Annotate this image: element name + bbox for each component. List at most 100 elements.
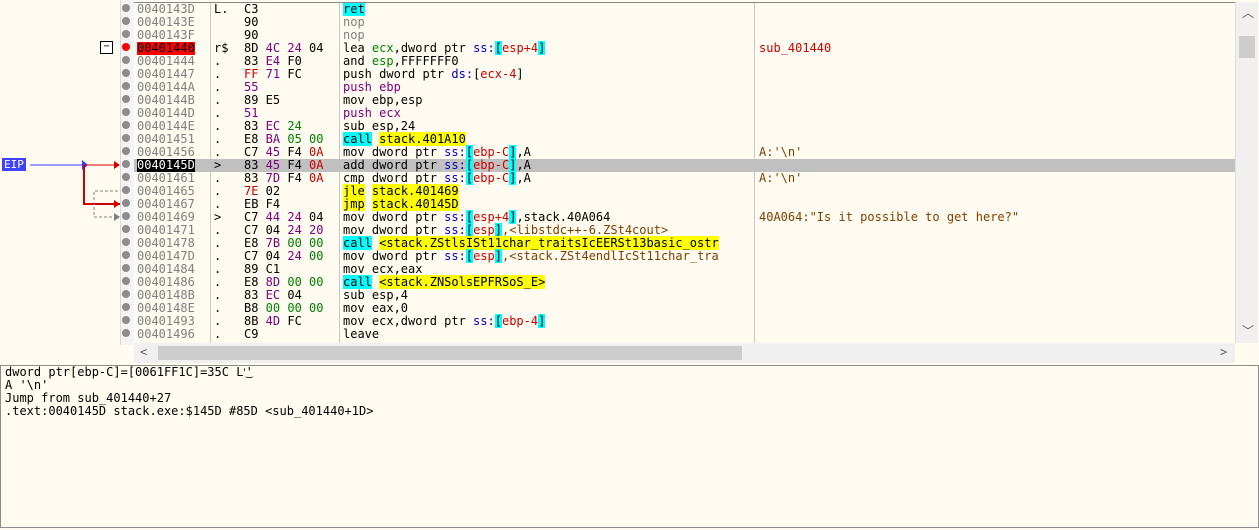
address-cell[interactable]: 00401469 [137,210,195,224]
address-cell[interactable]: 0040144B [137,93,195,107]
breakpoint-slot-icon[interactable] [122,4,130,12]
address-cell[interactable]: 0040145D [137,158,195,172]
instruction-cell[interactable]: mov eax,0 [343,302,408,315]
breakpoint-slot-icon[interactable] [122,160,130,168]
address-cell[interactable]: 00401486 [137,275,195,289]
instruction-cell[interactable]: call stack.401A10 [343,132,466,146]
comment-cell[interactable]: A:'\n' [759,145,803,159]
breakpoint-icon[interactable] [122,43,130,51]
address-cell[interactable]: 0040148E [137,301,195,315]
vertical-scrollbar[interactable]: ︿ ﹀ [1235,2,1258,343]
breakpoint-slot-icon[interactable] [122,95,130,103]
instruction-cell[interactable]: mov dword ptr ss:[esp+4],stack.40A064 [343,210,610,224]
address-cell[interactable]: 0040143D [137,2,195,16]
instruction-cell[interactable]: jle stack.401469 [343,184,459,198]
instruction-cell[interactable]: leave [343,328,379,341]
breakpoint-slot-icon[interactable] [122,329,130,337]
instruction-cell[interactable]: mov ecx,eax [343,263,422,276]
breakpoint-slot-icon[interactable] [122,225,130,233]
address-cell[interactable]: 0040148B [137,288,195,302]
address-cell[interactable]: 00401461 [137,171,195,185]
breakpoint-slot-icon[interactable] [122,69,130,77]
breakpoint-slot-icon[interactable] [122,17,130,25]
instruction-cell[interactable]: sub esp,24 [343,120,415,133]
address-cell[interactable]: 00401440 [137,41,195,55]
breakpoint-slot-icon[interactable] [122,290,130,298]
address-cell[interactable]: 00401484 [137,262,195,276]
breakpoint-slot-icon[interactable] [122,186,130,194]
address-cell[interactable]: 00401467 [137,197,195,211]
info-panel[interactable]: dword ptr[ebp-C]=[0061FF1C]=35C L'͜' A '… [0,365,1259,528]
breakpoint-slot-icon[interactable] [122,121,130,129]
breakpoint-slot-icon[interactable] [122,277,130,285]
instruction-cell[interactable]: sub esp,4 [343,289,408,302]
instruction-cell[interactable]: call <stack.ZStlsISt11char_traitsIcEERSt… [343,236,719,250]
breakpoint-slot-icon[interactable] [122,238,130,246]
instruction-cell[interactable]: mov ebp,esp [343,94,422,107]
horizontal-scroll-thumb[interactable] [158,346,742,360]
address-cell[interactable]: 00401447 [137,67,195,81]
address-cell[interactable]: 00401465 [137,184,195,198]
breakpoint-slot-icon[interactable] [122,82,130,90]
breakpoint-slot-icon[interactable] [122,212,130,220]
instruction-cell[interactable]: nop [343,16,365,29]
breakpoint-slot-icon[interactable] [122,251,130,259]
address-cell[interactable]: 00401456 [137,145,195,159]
address-cell[interactable]: 00401493 [137,314,195,328]
address-cell[interactable]: 00401471 [137,223,195,237]
address-cell[interactable]: 00401496 [137,327,195,341]
instruction-cell[interactable]: lea ecx,dword ptr ss:[esp+4] [343,41,546,55]
scroll-up-icon[interactable]: ︿ [1242,6,1255,20]
address-cell[interactable]: 00401451 [137,132,195,146]
address-cell[interactable]: 0040144D [137,106,195,120]
instruction-cell[interactable]: cmp dword ptr ss:[ebp-C],A [343,171,531,185]
breakpoint-slot-icon[interactable] [122,134,130,142]
comment-cell[interactable]: 40A064:"Is it possible to get here?" [759,210,1020,224]
instruction-cell[interactable]: mov dword ptr ss:[ebp-C],A [343,145,531,159]
vertical-scroll-thumb[interactable] [1239,36,1255,58]
instruction-cell[interactable]: mov dword ptr ss:[esp],<libstdc++-6.ZSt4… [343,223,668,237]
breakpoint-slot-icon[interactable] [122,173,130,181]
address-cell[interactable]: 0040144A [137,80,195,94]
scroll-right-icon[interactable]: > [1220,345,1228,359]
instruction-cell[interactable]: mov ecx,dword ptr ss:[ebp-4] [343,314,546,328]
address-cell[interactable]: 0040143F [137,28,195,42]
address-cell[interactable]: 0040147D [137,249,195,263]
breakpoint-slot-icon[interactable] [122,30,130,38]
instruction-cell[interactable]: mov dword ptr ss:[esp],<stack.ZSt4endlIc… [343,249,719,263]
breakpoint-slot-icon[interactable] [122,303,130,311]
address-cell[interactable]: 0040144E [137,119,195,133]
scroll-down-icon[interactable]: ﹀ [1242,324,1255,338]
breakpoint-slot-icon[interactable] [122,199,130,207]
instruction-cell[interactable]: call <stack.ZNSolsEPFRSoS_E> [343,275,546,289]
instruction-cell[interactable]: add dword ptr ss:[ebp-C],A [343,158,531,172]
instruction-cell[interactable]: jmp stack.40145D [343,197,459,211]
address-cell[interactable]: 0040143E [137,15,195,29]
comment-cell[interactable]: sub_401440 [759,41,832,55]
address-cell[interactable]: 00401478 [137,236,195,250]
horizontal-scrollbar[interactable]: < > [134,343,1235,363]
